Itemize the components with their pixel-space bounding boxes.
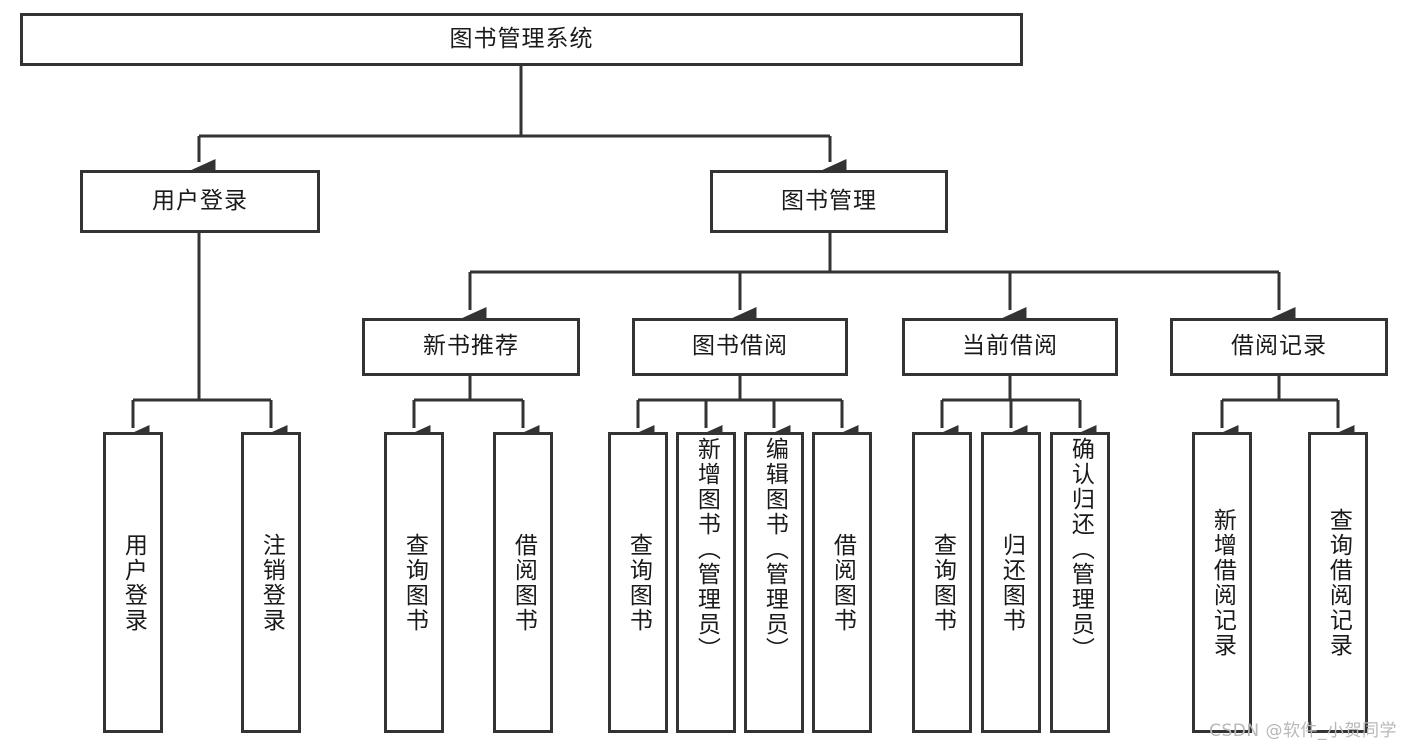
node-borrow-record-label: 借阅记录: [1231, 333, 1327, 360]
leaf-user-login-signin[interactable]: 用户登录: [103, 432, 163, 733]
node-new-book-recommend-label: 新书推荐: [423, 333, 519, 360]
leaf-book-borrow-borrow-label: 借阅图书: [829, 532, 856, 633]
leaf-current-borrow-confirm-label: 确认归还（管理员）: [1067, 437, 1094, 662]
leaf-current-borrow-return[interactable]: 归还图书: [981, 432, 1041, 733]
leaf-new-book-query-label: 查询图书: [401, 532, 428, 633]
leaf-borrow-record-add[interactable]: 新增借阅记录: [1192, 432, 1252, 733]
node-user-login-label: 用户登录: [152, 187, 248, 214]
node-book-borrow-label: 图书借阅: [692, 333, 788, 360]
leaf-book-borrow-edit-label: 编辑图书（管理员）: [761, 437, 788, 662]
node-current-borrow-label: 当前借阅: [962, 333, 1058, 360]
leaf-new-book-query[interactable]: 查询图书: [384, 432, 444, 733]
node-book-borrow[interactable]: 图书借阅: [632, 318, 848, 376]
leaf-borrow-record-query-label: 查询借阅记录: [1325, 507, 1352, 658]
node-new-book-recommend[interactable]: 新书推荐: [362, 318, 580, 376]
node-user-login[interactable]: 用户登录: [80, 170, 320, 233]
leaf-user-login-signout[interactable]: 注销登录: [241, 432, 301, 733]
leaf-user-login-signout-label: 注销登录: [258, 532, 285, 633]
leaf-current-borrow-query-label: 查询图书: [929, 532, 956, 633]
leaf-book-borrow-edit[interactable]: 编辑图书（管理员）: [744, 432, 804, 733]
leaf-book-borrow-add[interactable]: 新增图书（管理员）: [676, 432, 736, 733]
node-book-manage[interactable]: 图书管理: [710, 170, 948, 233]
leaf-borrow-record-add-label: 新增借阅记录: [1209, 507, 1236, 658]
leaf-book-borrow-query[interactable]: 查询图书: [608, 432, 668, 733]
node-borrow-record[interactable]: 借阅记录: [1170, 318, 1388, 376]
leaf-current-borrow-return-label: 归还图书: [998, 532, 1025, 633]
node-root-system[interactable]: 图书管理系统: [20, 13, 1023, 66]
node-book-manage-label: 图书管理: [781, 187, 877, 214]
leaf-book-borrow-query-label: 查询图书: [625, 532, 652, 633]
node-root-system-label: 图书管理系统: [449, 25, 594, 52]
node-current-borrow[interactable]: 当前借阅: [902, 318, 1118, 376]
leaf-current-borrow-query[interactable]: 查询图书: [912, 432, 972, 733]
leaf-book-borrow-add-label: 新增图书（管理员）: [693, 437, 720, 662]
leaf-user-login-signin-label: 用户登录: [120, 532, 147, 633]
leaf-current-borrow-confirm[interactable]: 确认归还（管理员）: [1050, 432, 1110, 733]
leaf-new-book-borrow-label: 借阅图书: [510, 532, 537, 633]
csdn-watermark: CSDN @软件_小贺同学: [1209, 721, 1397, 741]
leaf-book-borrow-borrow[interactable]: 借阅图书: [812, 432, 872, 733]
leaf-borrow-record-query[interactable]: 查询借阅记录: [1308, 432, 1368, 733]
leaf-new-book-borrow[interactable]: 借阅图书: [493, 432, 553, 733]
